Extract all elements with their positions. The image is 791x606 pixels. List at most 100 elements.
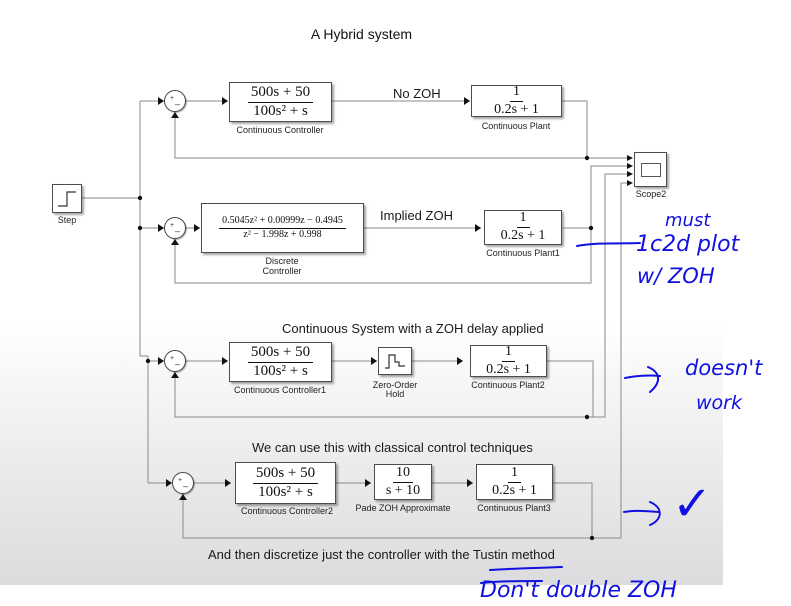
- handwritten-checkmark: ✓: [672, 476, 713, 532]
- continuous-plant2-label: Continuous Plant2: [471, 380, 545, 390]
- scope-screen-icon: [640, 162, 661, 177]
- numerator: 1: [508, 465, 521, 483]
- numerator: 0.5045z² + 0.00999z − 0.4945: [219, 215, 346, 229]
- continuous-plant2-block[interactable]: 1 0.2s + 1: [470, 344, 547, 377]
- scope-label: Scope2: [635, 189, 667, 199]
- sum-plus: +: [170, 95, 175, 102]
- junction-dot: [584, 414, 590, 420]
- step-icon: [58, 190, 76, 207]
- sum-plus: +: [170, 355, 175, 362]
- junction-dot: [589, 535, 595, 541]
- wire-row4-feedback: [182, 182, 632, 539]
- wire-row2-feedback: [174, 228, 592, 284]
- sum-minus: –: [175, 359, 181, 369]
- denominator: z² − 1.998z + 0.998: [243, 228, 322, 240]
- sum-block-row3[interactable]: + –: [164, 350, 186, 372]
- transfer-fcn: 500s + 50 100s² + s: [252, 465, 319, 501]
- sum-minus: –: [183, 481, 189, 491]
- diagram-title: A Hybrid system: [310, 26, 413, 42]
- arrow-head: [194, 224, 200, 232]
- arrow-head: [171, 112, 179, 118]
- wire-row1-out: [562, 100, 632, 159]
- step-label: Step: [57, 215, 77, 225]
- junction-dot: [588, 225, 594, 231]
- transfer-fcn: 1 0.2s + 1: [489, 465, 540, 498]
- ink-arrow-check: [623, 501, 661, 526]
- ink-dont-overline: [480, 580, 543, 584]
- continuous-plant-block[interactable]: 1 0.2s + 1: [471, 84, 562, 117]
- arrow-head: [457, 357, 463, 365]
- discrete-controller-label-2: Controller: [262, 266, 302, 276]
- implied-zoh-annotation: Implied ZOH: [380, 208, 453, 223]
- zoh-staircase-icon: [385, 354, 405, 369]
- junction-dot: [584, 155, 590, 161]
- transfer-fcn: 500s + 50 100s² + s: [247, 84, 314, 120]
- no-zoh-annotation: No ZOH: [393, 86, 441, 101]
- continuous-plant1-block[interactable]: 1 0.2s + 1: [484, 210, 562, 245]
- numerator: 1: [516, 211, 530, 228]
- transfer-fcn: 1 0.2s + 1: [498, 211, 549, 243]
- continuous-plant3-block[interactable]: 1 0.2s + 1: [476, 464, 553, 500]
- arrowheads: [158, 97, 633, 500]
- arrow-head: [365, 479, 371, 487]
- arrow-head: [171, 372, 179, 378]
- continuous-controller1-block[interactable]: 500s + 50 100s² + s: [229, 342, 332, 382]
- denominator: 0.2s + 1: [486, 361, 531, 377]
- junction-dot: [137, 195, 143, 201]
- handwriting-strokes: [480, 242, 661, 584]
- wire-row3-feedback: [174, 173, 632, 418]
- wire-row4-out: [553, 482, 593, 538]
- junction-dot: [137, 225, 143, 231]
- handwritten-note-c2d: 1c2d plot: [636, 232, 740, 257]
- transfer-fcn: 500s + 50 100s² + s: [247, 344, 314, 380]
- denominator: 0.2s + 1: [500, 228, 546, 243]
- scope-block[interactable]: [634, 152, 667, 187]
- step-block[interactable]: [52, 184, 82, 213]
- wire-row2-to-scope: [590, 165, 632, 228]
- arrow-head: [166, 479, 172, 487]
- zero-order-hold-block[interactable]: [378, 347, 412, 375]
- denominator: 0.2s + 1: [492, 482, 537, 498]
- denominator: 100s² + s: [258, 483, 313, 500]
- discrete-controller-label-1: Discrete: [265, 256, 299, 266]
- row4-heading: We can use this with classical control t…: [252, 440, 533, 455]
- continuous-controller-block[interactable]: 500s + 50 100s² + s: [229, 82, 332, 122]
- numerator: 10: [393, 465, 413, 483]
- wire-bus-link: [139, 198, 148, 357]
- arrow-head: [179, 494, 187, 500]
- continuous-plant3-label: Continuous Plant3: [477, 503, 551, 513]
- arrow-head: [158, 97, 164, 105]
- numerator: 500s + 50: [252, 465, 319, 484]
- arrow-head: [371, 357, 377, 365]
- sum-block-row4[interactable]: + –: [172, 472, 194, 494]
- arrow-head: [467, 479, 473, 487]
- denominator: 100s² + s: [253, 362, 308, 379]
- transfer-fcn: 1 0.2s + 1: [483, 344, 534, 377]
- discrete-controller-block[interactable]: 0.5045z² + 0.00999z − 0.4945 z² − 1.998z…: [201, 203, 364, 253]
- continuous-controller2-label: Continuous Controller2: [240, 506, 334, 516]
- sum-plus: +: [178, 477, 183, 484]
- arrow-head: [627, 171, 633, 177]
- sum-minus: –: [175, 226, 181, 236]
- continuous-controller2-block[interactable]: 500s + 50 100s² + s: [235, 462, 336, 504]
- continuous-plant1-label: Continuous Plant1: [486, 248, 560, 258]
- ink-arrow-doesnt-work: [624, 366, 661, 393]
- continuous-controller1-label: Continuous Controller1: [233, 385, 327, 395]
- numerator: 1: [510, 84, 523, 102]
- wire-row1-feedback: [174, 112, 587, 159]
- sum-block-row1[interactable]: + –: [164, 90, 186, 112]
- continuous-plant-label: Continuous Plant: [481, 121, 551, 131]
- arrow-head: [225, 479, 231, 487]
- handwritten-note-work: work: [696, 392, 742, 414]
- sum-plus: +: [170, 222, 175, 229]
- sum-block-row2[interactable]: + –: [164, 217, 186, 239]
- arrow-head: [158, 357, 164, 365]
- zero-order-hold-label-2: Hold: [385, 389, 405, 399]
- arrow-head: [475, 224, 481, 232]
- arrow-head: [627, 155, 633, 161]
- handwritten-note-dont-double-zoh: Don't double ZOH: [480, 578, 677, 603]
- pade-zoh-approximate-block[interactable]: 10 s + 10: [374, 464, 432, 500]
- transfer-fcn: 0.5045z² + 0.00999z − 0.4945 z² − 1.998z…: [219, 215, 346, 240]
- numerator: 1: [502, 344, 515, 362]
